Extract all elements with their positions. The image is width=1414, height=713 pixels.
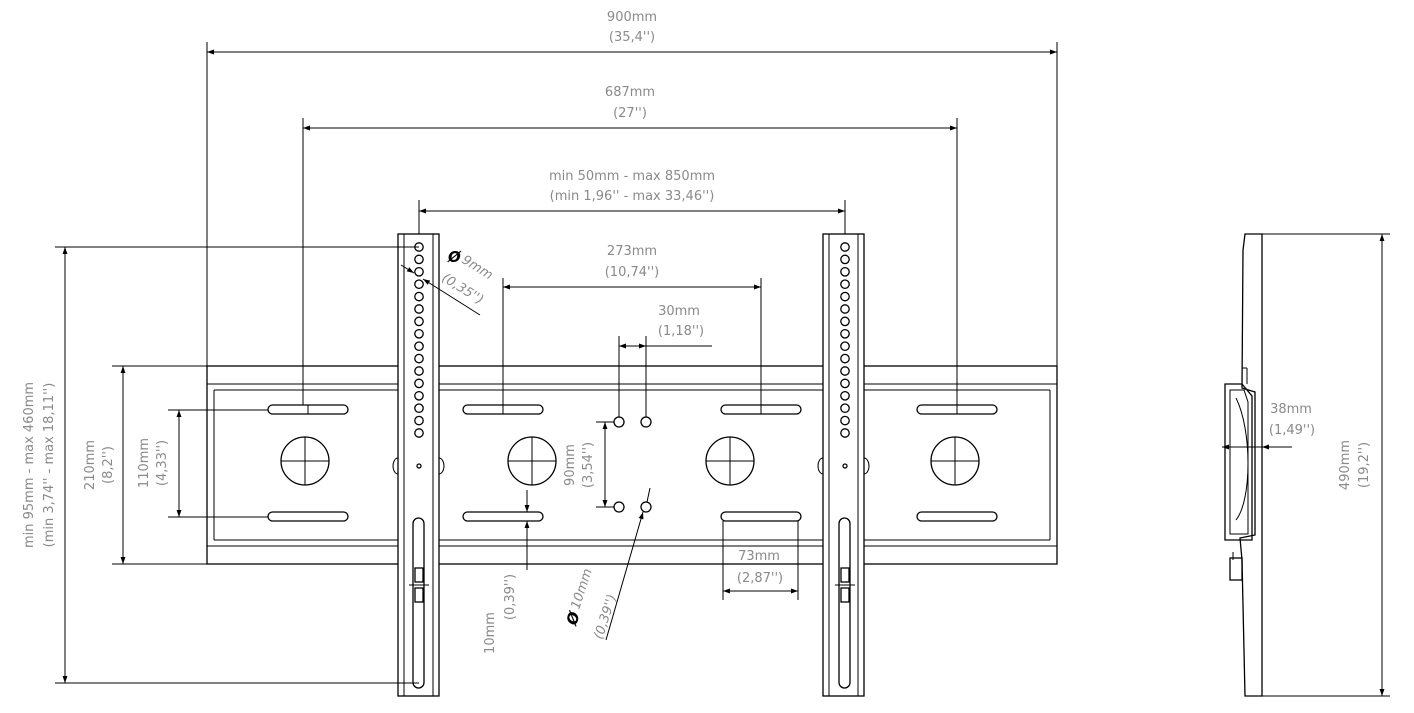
- slot-length-imperial-label: (2,87''): [737, 571, 783, 586]
- mounting-holes: [280, 436, 980, 486]
- rail-hole: [840, 353, 850, 364]
- rail-hole: [414, 316, 424, 327]
- rail-hole: [840, 328, 850, 339]
- rail-hole-diameter-label: 9mm: [459, 253, 495, 284]
- rail-hole: [840, 341, 850, 352]
- plate-height-imperial-label: (8,2''): [101, 446, 116, 484]
- centre-hole-diameter-imperial-label: (0,39''): [592, 593, 621, 642]
- rail-hole: [414, 403, 424, 414]
- right-rail: [817, 233, 870, 697]
- slot-length-label: 73mm: [738, 549, 780, 564]
- rail-hole: [840, 304, 850, 314]
- left-rail: [392, 233, 445, 697]
- rail-hole: [840, 242, 850, 252]
- hole-spacing-imperial-label: (1,18''): [658, 324, 704, 339]
- right-rail-holes: [840, 242, 850, 438]
- dimension-lines: [55, 42, 1058, 684]
- slot-vertical-imperial-label: (4,33''): [155, 440, 170, 486]
- dimension-labels: 900mm (35,4'') 687mm (27'') min 50mm - m…: [22, 10, 783, 654]
- rail-hole: [840, 254, 850, 265]
- arm-width-label: 687mm: [605, 85, 655, 100]
- rail-hole: [414, 254, 424, 265]
- diameter-symbol-9: Ø: [447, 248, 462, 266]
- rail-hole: [840, 279, 850, 290]
- vesa-vertical-imperial-label: (min 3,74'' - max 18,11''): [42, 383, 57, 548]
- slot-width-imperial-label: (0,39''): [503, 574, 518, 620]
- depth-imperial-label: (1,49''): [1269, 423, 1315, 438]
- rail-hole: [414, 341, 424, 352]
- plate-height-label: 210mm: [83, 440, 98, 490]
- rail-hole: [840, 428, 850, 438]
- slot-spacing-imperial-label: (10,74''): [605, 265, 660, 280]
- hole-vertical-label: 90mm: [563, 444, 578, 486]
- tilt-arm: [1224, 367, 1253, 581]
- hole-vertical-imperial-label: (3,54''): [581, 442, 596, 488]
- rail-hole: [414, 415, 424, 426]
- rail-hole: [840, 366, 850, 376]
- arm-width-imperial-label: (27''): [613, 106, 647, 121]
- rail-hole: [840, 403, 850, 414]
- small-holes: [613, 416, 652, 513]
- slot-vertical-label: 110mm: [137, 438, 152, 488]
- rail-hole: [414, 378, 424, 389]
- vesa-horizontal-imperial-label: (min 1,96'' - max 33,46''): [550, 189, 715, 204]
- overall-width-label: 900mm: [607, 10, 657, 25]
- depth-label: 38mm: [1270, 402, 1312, 417]
- rail-hole: [414, 366, 424, 376]
- wall-plate: [206, 365, 1058, 565]
- vesa-vertical-label: min 95mm - max 460mm: [22, 382, 37, 548]
- rail-height-imperial-label: (19,2''): [1357, 442, 1372, 488]
- rail-hole: [840, 316, 850, 327]
- side-view: 38mm (1,49'') 490mm (19,2''): [1222, 233, 1390, 697]
- rail-hole: [414, 428, 424, 438]
- rail-hole: [414, 328, 424, 339]
- rail-hole: [840, 266, 850, 277]
- rail-hole: [840, 390, 850, 401]
- horizontal-slots: [267, 404, 998, 522]
- bracket-profile: [1239, 233, 1263, 697]
- rail-hole: [414, 291, 424, 302]
- rail-hole: [414, 353, 424, 364]
- slot-width-label: 10mm: [483, 612, 498, 654]
- hole-spacing-label: 30mm: [658, 304, 700, 319]
- rail-hole: [414, 304, 424, 314]
- rail-hole: [840, 415, 850, 426]
- vesa-horizontal-label: min 50mm - max 850mm: [549, 169, 715, 184]
- rail-hole: [414, 266, 424, 277]
- rail-height-label: 490mm: [1338, 440, 1353, 490]
- overall-width-imperial-label: (35,4''): [609, 30, 655, 45]
- rail-hole: [840, 378, 850, 389]
- rail-hole: [840, 291, 850, 302]
- slot-spacing-label: 273mm: [607, 244, 657, 259]
- centre-hole-diameter-label: 10mm: [569, 567, 596, 611]
- rail-hole: [414, 390, 424, 401]
- front-view: 900mm (35,4'') 687mm (27'') min 50mm - m…: [22, 10, 1058, 697]
